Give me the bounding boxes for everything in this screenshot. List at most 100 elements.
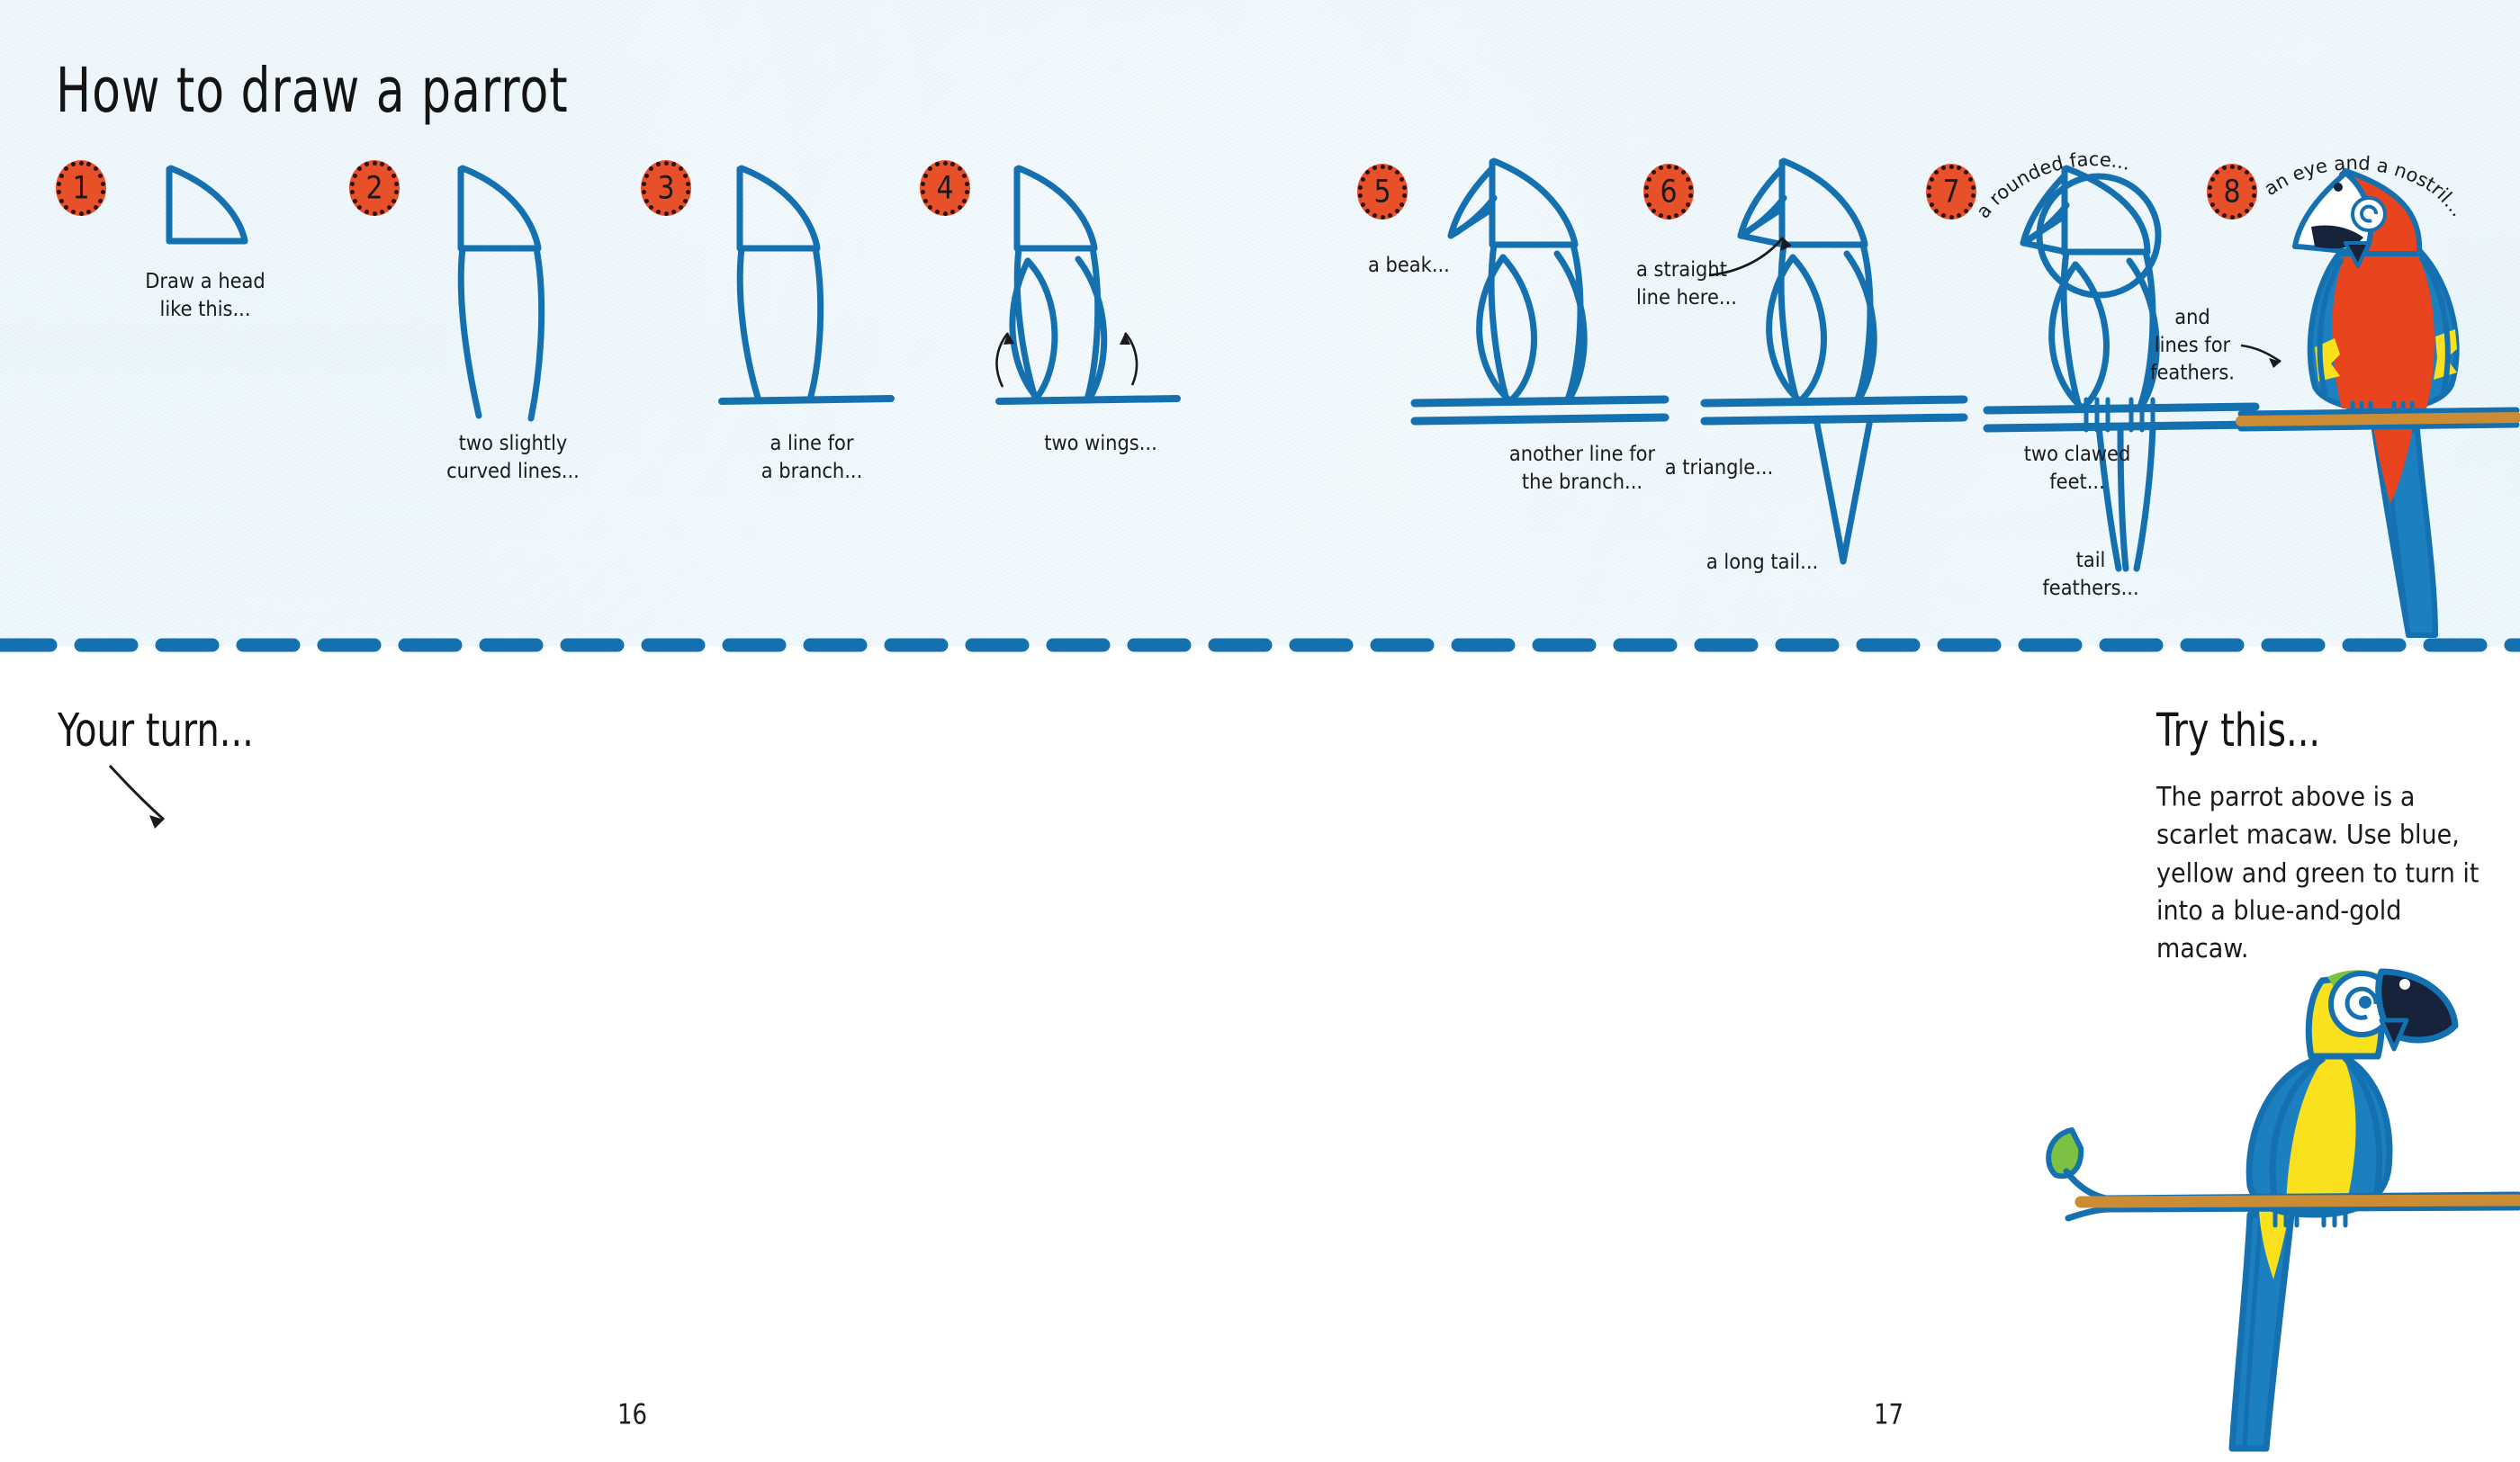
badge-dot: [1674, 166, 1679, 171]
step-figure-5: [1410, 155, 1683, 443]
badge-dot: [2237, 166, 2243, 171]
badge-dot: [1646, 176, 1652, 182]
badge-dot: [950, 209, 956, 214]
page-title: How to draw a parrot: [56, 56, 569, 128]
badge-dot: [655, 209, 661, 214]
badge-dot: [1402, 184, 1408, 190]
step-badge-7: 7: [1926, 164, 1976, 220]
badge-dot: [1652, 170, 1657, 175]
blue-and-gold-macaw-illustration: [2025, 945, 2520, 1462]
badge-dot: [1372, 212, 1377, 218]
badge-dot: [2249, 176, 2254, 182]
badge-dot: [70, 162, 76, 167]
badge-dot: [920, 190, 925, 195]
badge-dot: [1402, 193, 1408, 199]
badge-dot: [364, 209, 369, 214]
badge-dot: [1666, 164, 1671, 169]
step-caption-5-branch: another line for the branch...: [1508, 442, 1656, 494]
badge-dot: [1400, 202, 1405, 207]
badge-dot: [101, 181, 106, 186]
step-caption-6-tail: a long tail...: [1706, 550, 1819, 574]
badge-dot: [58, 173, 64, 178]
badge-dot: [922, 173, 928, 178]
step-caption-7-feet: two clawed feet...: [2023, 442, 2131, 494]
badge-dot: [1394, 170, 1400, 175]
step-number-5: 5: [1373, 173, 1391, 211]
step-number-2: 2: [365, 169, 383, 207]
badge-dot: [2221, 166, 2227, 171]
badge-dot: [1357, 193, 1363, 199]
badge-dot: [922, 198, 928, 203]
badge-dot: [2244, 208, 2249, 213]
badge-dot: [962, 173, 968, 178]
badge-dot: [678, 166, 683, 172]
badge-dot: [1940, 212, 1946, 218]
badge-dot: [1643, 193, 1649, 199]
step-badge-2: 2: [349, 160, 400, 216]
badge-dot: [98, 198, 104, 203]
badge-dot: [1688, 184, 1694, 190]
badge-dot: [2237, 212, 2243, 218]
badge-dot: [1957, 166, 1962, 171]
badge-dot: [93, 166, 98, 172]
step-caption-3: a line for a branch...: [760, 431, 863, 483]
try-this-body: The parrot above is a scarlet macaw. Use…: [2156, 782, 2480, 965]
badge-dot: [1971, 193, 1976, 199]
badge-dot: [686, 190, 691, 195]
step-number-3: 3: [657, 169, 675, 207]
dashed-divider: [0, 638, 2520, 652]
badge-dot: [1929, 176, 1934, 182]
badge-dot: [928, 204, 933, 210]
badge-dot: [1388, 212, 1393, 218]
badge-dot: [394, 190, 400, 195]
badge-dot: [386, 166, 392, 172]
badge-dot: [70, 209, 76, 214]
badge-dot: [641, 190, 646, 195]
try-this-title: Try this...: [2156, 704, 2321, 757]
badge-dot: [78, 211, 84, 216]
badge-dot: [1365, 208, 1371, 213]
badge-dot: [1968, 176, 1974, 182]
badge-dot: [1380, 214, 1385, 220]
badge-dot: [1686, 202, 1691, 207]
badge-dot: [357, 204, 363, 210]
step-caption-6-line: a straight line here...: [1636, 257, 1737, 309]
step-number-8: 8: [2223, 173, 2241, 211]
badge-dot: [644, 198, 649, 203]
badge-dot: [56, 190, 61, 195]
badge-dot: [1666, 214, 1671, 220]
badge-dot: [1643, 184, 1649, 190]
badge-dot: [649, 166, 654, 172]
badge-dot: [352, 198, 357, 203]
badge-dot: [649, 204, 654, 210]
step-figure-6: [1700, 155, 1973, 587]
badge-dot: [1963, 170, 1968, 175]
badge-dot: [1680, 208, 1686, 213]
step-figure-4: [995, 162, 1204, 423]
step-caption-7-tail: tail feathers...: [2042, 548, 2139, 600]
step-number-4: 4: [936, 169, 954, 207]
badge-dot: [1934, 208, 1940, 213]
badge-dot: [1658, 212, 1663, 218]
badge-dot: [683, 173, 688, 178]
badge-dot: [1940, 166, 1946, 171]
step-figure-1: [158, 162, 266, 261]
page-number-left: 16: [617, 1399, 648, 1431]
badge-dot: [380, 209, 385, 214]
step-number-1: 1: [72, 169, 90, 207]
badge-dot: [1929, 202, 1934, 207]
badge-dot: [1360, 176, 1365, 182]
badge-dot: [1388, 166, 1393, 171]
badge-dot: [1372, 166, 1377, 171]
badge-dot: [1971, 184, 1976, 190]
badge-dot: [671, 209, 677, 214]
badge-dot: [86, 209, 92, 214]
step-caption-1: Draw a head like this...: [145, 269, 266, 321]
badge-dot: [372, 211, 377, 216]
badge-dot: [357, 166, 363, 172]
badge-dot: [1926, 193, 1931, 199]
badge-dot: [1658, 166, 1663, 171]
badge-dot: [93, 204, 98, 210]
badge-dot: [98, 173, 104, 178]
badge-dot: [1963, 208, 1968, 213]
